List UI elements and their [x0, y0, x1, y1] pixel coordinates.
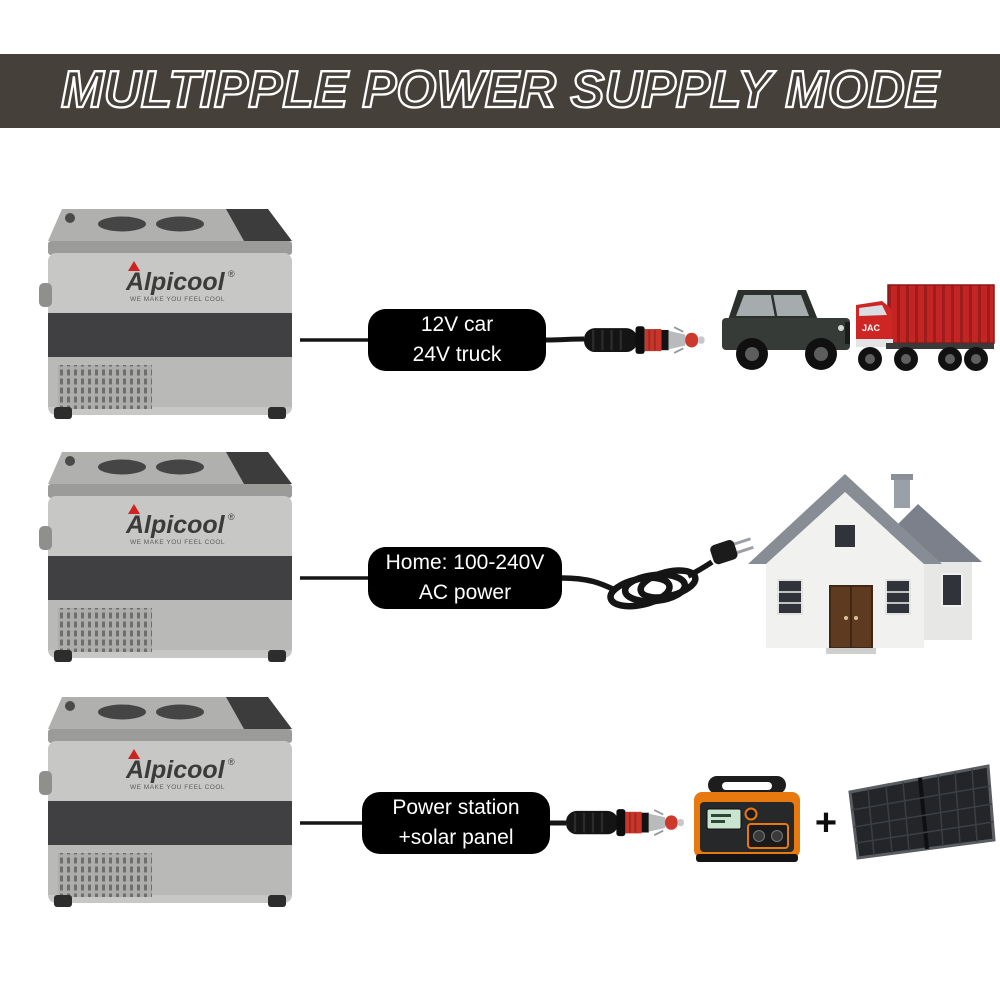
- fridge-image: [39, 452, 292, 662]
- house-image: [748, 474, 982, 654]
- plus-sign: +: [814, 802, 838, 844]
- power-label-station-solar: Power station +solar panel: [362, 792, 550, 854]
- row-home-power: [39, 452, 982, 662]
- fridge-image: [39, 697, 292, 907]
- label-line2: AC power: [418, 581, 512, 604]
- label-line2: 24V truck: [412, 343, 502, 366]
- row-vehicle-power: JAC: [39, 209, 995, 419]
- row-portable-power: [39, 697, 996, 907]
- title-banner-svg: MULTIPPLE POWER SUPPLY MODE: [60, 60, 942, 120]
- power-label-car-truck: 12V car 24V truck: [368, 309, 546, 371]
- jeep-image: [722, 290, 850, 370]
- page-title: MULTIPPLE POWER SUPPLY MODE: [61, 61, 940, 119]
- ac-cord-icon: [561, 537, 754, 610]
- label-line1: Home: 100-240V: [385, 550, 545, 574]
- solar-panel-image: [848, 764, 996, 860]
- plug-cable: [545, 336, 585, 343]
- label-line1: 12V car: [420, 312, 494, 336]
- power-station-image: [694, 776, 800, 862]
- fridge-image: [39, 209, 292, 419]
- power-label-home-ac: Home: 100-240V AC power: [368, 547, 562, 609]
- label-line2: +solar panel: [398, 826, 514, 849]
- title-banner: MULTIPPLE POWER SUPPLY MODE: [0, 54, 1000, 128]
- truck-badge: JAC: [862, 323, 881, 333]
- car-plug-icon: [564, 807, 686, 838]
- car-plug-icon: [582, 325, 706, 356]
- label-line1: Power station: [392, 795, 520, 819]
- truck-image: JAC: [856, 284, 995, 371]
- ac-plug-icon: [710, 537, 754, 565]
